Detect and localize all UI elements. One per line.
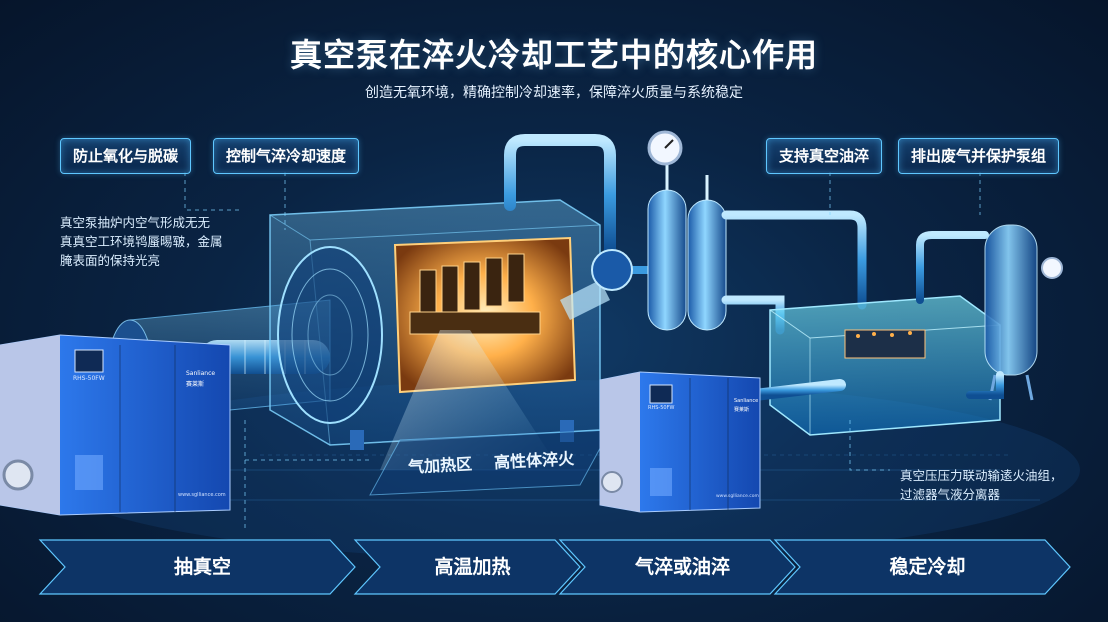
description-right-line: 真空压压力联动输逺火油组，: [900, 468, 1063, 483]
pump-left-website: www.sglliance.com: [178, 492, 226, 498]
upper-pipeline: [504, 134, 616, 256]
step-heating: 高温加热: [434, 556, 511, 578]
step-cooling: 稳定冷却: [889, 556, 966, 578]
step-vacuum: 抽真空: [173, 556, 231, 578]
gas-liquid-separator: [984, 224, 1063, 401]
pump-left-brand: Sanliance: [186, 370, 216, 377]
zone-label-heating: 气加热区: [407, 454, 473, 477]
description-left-line: 腌表面的保持光亮: [60, 253, 161, 268]
description-left-line: 真空泵抽炉内空气形成无无: [60, 215, 211, 230]
pump-left-model: RHS-50FW: [73, 375, 105, 382]
description-left-line: 真真空工环境鸨蜃晹皲，金属: [60, 234, 223, 249]
tag-oxidation: 防止氧化与脱碳: [60, 138, 192, 174]
oil-quench-tank: [769, 295, 1001, 436]
callout-lines: [184, 172, 981, 530]
pump-left-brand-cn: 赛莱斯: [186, 381, 205, 388]
workpiece-rack: [409, 253, 541, 335]
pressure-gauge-icon: [647, 130, 683, 166]
zone-label-quench: 高性体淬火: [493, 448, 575, 473]
vacuum-pump-left: [0, 334, 231, 516]
gas-storage-tanks: [647, 165, 727, 331]
pump-right-website: www.sglliance.com: [716, 494, 759, 499]
description-right-line: 过滤器气液分离器: [900, 487, 1001, 502]
page-title: 真空泵在淬火冷却工艺中的核心作用: [289, 36, 818, 74]
process-arrow-bar: [38, 539, 1071, 595]
pump-right-model: RHS-50FW: [648, 405, 675, 411]
vacuum-furnace: [269, 199, 610, 470]
description-right: 真空压压力联动输逺火油组， 过滤器气液分离器: [900, 466, 1100, 504]
step-quench: 气淬或油淬: [634, 556, 730, 578]
pump-right-brand: Sanliance: [734, 398, 759, 404]
page-subtitle: 创造无氧环境，精确控制冷却速率，保障淬火质量与系统稳定: [365, 85, 743, 101]
pump-right-brand-cn: 赛莱斯: [734, 407, 750, 413]
tag-exhaust: 排出废气并保护泵组: [898, 138, 1060, 174]
description-left: 真空泵抽炉内空气形成无无 真真空工环境鸨蜃晹皲，金属 腌表面的保持光亮: [60, 213, 230, 270]
tag-oil-quench: 支持真空油淬: [766, 138, 883, 174]
vacuum-pump-right: [599, 371, 761, 513]
tag-gas-speed: 控制气淬冷却速度: [213, 138, 360, 174]
